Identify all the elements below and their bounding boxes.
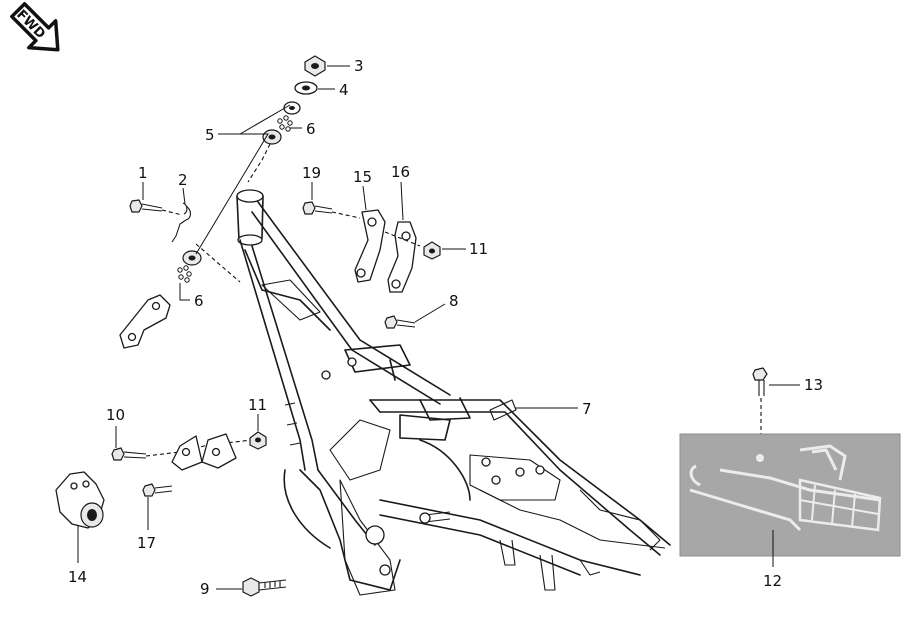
steering-stem-parts bbox=[177, 55, 326, 283]
mount-plates-10-11 bbox=[111, 431, 267, 471]
callout-17: 17 bbox=[137, 534, 156, 552]
callout-labels: 1 2 3 4 5 6 6 7 8 9 10 11 11 12 13 14 15… bbox=[68, 57, 823, 598]
callout-11a: 11 bbox=[469, 240, 488, 258]
callout-11b: 11 bbox=[248, 396, 267, 414]
engine-mount-bracket-left bbox=[119, 294, 171, 349]
main-frame bbox=[236, 189, 671, 596]
bolt-17 bbox=[142, 483, 173, 497]
engine-mount-bracket-14 bbox=[55, 471, 105, 529]
callout-8: 8 bbox=[449, 292, 459, 310]
bolt-9 bbox=[242, 577, 287, 597]
callout-9: 9 bbox=[200, 580, 210, 598]
callout-5: 5 bbox=[205, 126, 215, 144]
callout-4: 4 bbox=[339, 81, 349, 99]
bolt-1-clip-2 bbox=[129, 199, 192, 243]
bracket-hole bbox=[127, 332, 137, 342]
callout-10: 10 bbox=[106, 406, 125, 424]
mount-plates-15-16 bbox=[302, 201, 441, 293]
callout-6b: 6 bbox=[194, 292, 204, 310]
fwd-arrow-icon: FWD bbox=[10, 2, 60, 52]
callout-6a: 6 bbox=[306, 120, 316, 138]
callout-7: 7 bbox=[582, 400, 592, 418]
callout-13: 13 bbox=[804, 376, 823, 394]
callout-12: 12 bbox=[763, 572, 782, 590]
callout-15: 15 bbox=[353, 168, 372, 186]
leader-lines bbox=[77, 65, 800, 590]
bearing-balls-upper bbox=[277, 115, 293, 132]
callout-16: 16 bbox=[391, 163, 410, 181]
bracket-hole bbox=[151, 301, 161, 311]
bearing-balls-lower bbox=[177, 265, 192, 283]
callout-19: 19 bbox=[302, 164, 321, 182]
callout-3: 3 bbox=[354, 57, 364, 75]
bolt-8 bbox=[384, 315, 416, 329]
rear-carrier-photo bbox=[679, 433, 901, 557]
callout-1: 1 bbox=[138, 164, 148, 182]
callout-2: 2 bbox=[178, 171, 188, 189]
callout-14: 14 bbox=[68, 568, 87, 586]
